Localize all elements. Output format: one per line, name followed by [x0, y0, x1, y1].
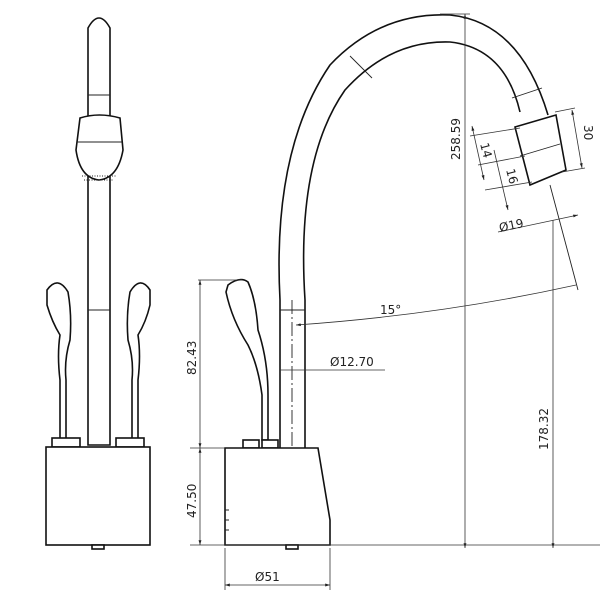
- dim-base-height: 47.50: [185, 484, 199, 518]
- dim-pipe-diameter: Ø12.70: [330, 355, 374, 369]
- dim-spout-height: 178.32: [537, 408, 551, 450]
- dim-nozzle-diameter: Ø19: [498, 216, 525, 235]
- side-view: [224, 14, 579, 550]
- dim-nozzle-segment-2: 16: [503, 167, 520, 185]
- front-view: [45, 17, 151, 550]
- front-right-handle: [126, 282, 151, 441]
- dim-total-height: 258.59: [449, 118, 463, 160]
- side-handle: [225, 278, 269, 441]
- front-nozzle: [75, 114, 124, 181]
- dim-nozzle-segment-1: 14: [477, 141, 494, 159]
- dim-handle-height: 82.43: [185, 341, 199, 375]
- front-left-handle: [46, 282, 72, 441]
- front-spout-pipe: [87, 17, 111, 446]
- dim-spout-angle: 15°: [380, 303, 401, 317]
- side-spout-pipe: [278, 14, 549, 448]
- side-base: [224, 447, 331, 546]
- front-base: [45, 446, 151, 546]
- dim-base-diameter: Ø51: [255, 570, 280, 584]
- dimensions: 258.59 178.32 82.43 47.50 Ø51 Ø12.70 15°…: [185, 13, 600, 590]
- dim-nozzle-length: 30: [581, 125, 595, 140]
